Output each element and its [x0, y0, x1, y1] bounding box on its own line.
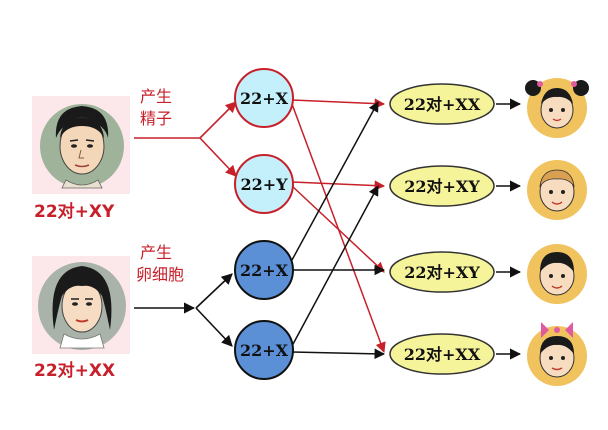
zygote-1: 22对+XX	[389, 83, 495, 125]
fertilization-lines-black	[291, 101, 386, 360]
boy-face-1	[527, 160, 587, 220]
zygote-2: 22对+XY	[389, 165, 495, 207]
egg-x-gamete-2: 22+X	[234, 320, 294, 380]
svg-text:22+Y: 22+Y	[240, 175, 288, 194]
sperm-label-line1: 产生	[140, 87, 172, 106]
svg-text:22对+XY: 22对+XY	[404, 177, 480, 196]
sperm-label-line2: 精子	[140, 109, 172, 128]
sperm-production-arrows	[134, 101, 237, 177]
girl-face-1	[525, 78, 589, 138]
egg-label-line2: 卵细胞	[136, 265, 184, 284]
svg-text:22对+XY: 22对+XY	[404, 263, 480, 282]
child-arrows	[496, 98, 522, 360]
mother-portrait	[32, 256, 130, 354]
father-genotype: 22对+XY	[34, 201, 115, 222]
zygote-3: 22对+XY	[389, 251, 495, 293]
zygote-4: 22对+XX	[389, 333, 495, 375]
boy-face-2	[527, 244, 587, 304]
fertilization-lines-red	[291, 98, 386, 353]
sperm-y-gamete: 22+Y	[234, 154, 294, 214]
svg-text:22+X: 22+X	[240, 261, 289, 280]
egg-label-line1: 产生	[140, 243, 172, 262]
egg-x-gamete-1: 22+X	[234, 240, 294, 300]
svg-text:22对+XX: 22对+XX	[404, 345, 481, 364]
father-portrait	[32, 96, 130, 194]
svg-text:22对+XX: 22对+XX	[404, 95, 481, 114]
sperm-x-gamete: 22+X	[234, 68, 294, 128]
svg-text:22+X: 22+X	[240, 89, 289, 108]
girl-face-2	[527, 322, 587, 386]
svg-text:22+X: 22+X	[240, 341, 289, 360]
mother-genotype: 22对+XX	[34, 360, 115, 381]
egg-production-arrows	[134, 273, 233, 347]
